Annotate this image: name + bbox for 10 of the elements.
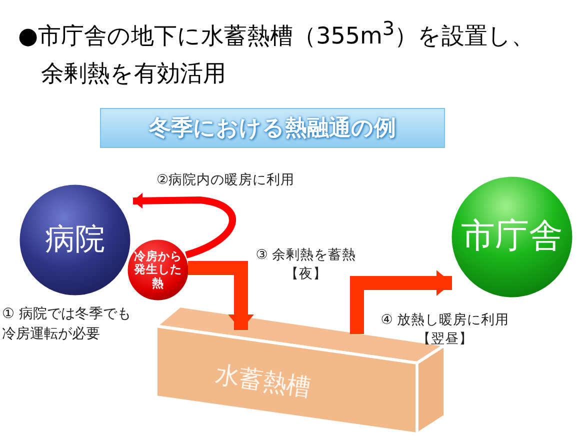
arrow [132,192,236,258]
circle-node: 市庁舎 [450,175,574,299]
circle-node: 病院 [18,183,132,297]
edge-label: ②病院内の暖房に利用 [155,171,296,190]
edge-label: ③ 余剰熱を蓄熱【夜】 [254,246,358,284]
title-text: ●市庁舎の地下に水蓄熱槽（355m$^{3}$）を設置し、余剰熱を有効活用 [18,16,536,89]
title-banner: 冬季における熱融通の例 [100,108,445,148]
arrow [188,261,254,330]
note-text: ① 病院では冬季でも冷房運転が必要 [2,305,132,344]
circle-node: 冷房から発生した熱 [126,238,190,302]
